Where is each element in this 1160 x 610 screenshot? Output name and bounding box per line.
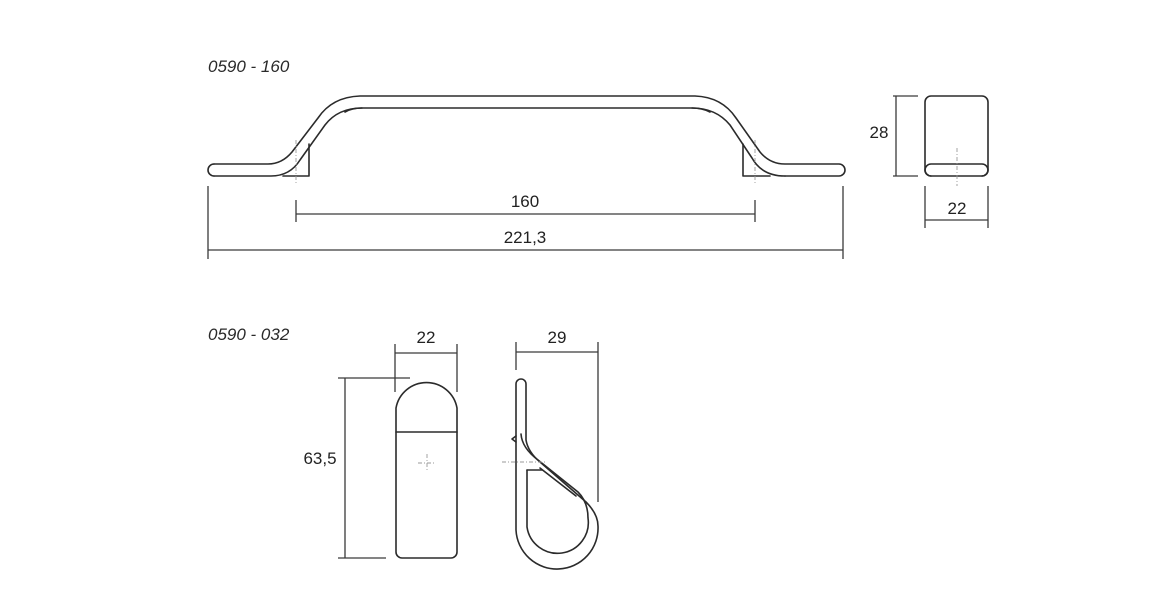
part-0590-032: 0590 - 032 22 63,5: [208, 325, 599, 570]
overall-length-value: 221,3: [504, 228, 547, 247]
knob-side-view: 29: [502, 328, 599, 570]
right-mount-foot: [742, 143, 771, 177]
dimension-overall-length: 221,3: [207, 186, 844, 259]
handle-side-view: [207, 95, 846, 184]
knob-side-depth-value: 29: [548, 328, 567, 347]
part-0590-160: 0590 - 160 160: [207, 57, 989, 259]
part-code-label: 0590 - 032: [208, 325, 290, 344]
end-view-width-value: 22: [948, 199, 967, 218]
dimension-hole-spacing: 160: [295, 192, 756, 222]
knob-front-width-value: 22: [417, 328, 436, 347]
knob-side-inner-highlight: [539, 467, 577, 497]
end-view-height-value: 28: [870, 123, 889, 142]
part-code-label: 0590 - 160: [208, 57, 290, 76]
handle-left-cap: [207, 163, 215, 177]
hole-spacing-value: 160: [511, 192, 539, 211]
knob-front-view: 22 63,5: [303, 328, 458, 559]
knob-side-outer-contour: [515, 378, 599, 570]
handle-end-view: 28 22: [870, 95, 989, 228]
handle-inner-highlight: [344, 107, 711, 113]
left-mount-foot: [282, 143, 310, 177]
knob-side-inner-contour: [520, 433, 590, 555]
end-view-outline: [924, 95, 989, 177]
handle-outer-contour: [213, 95, 846, 177]
end-view-base: [924, 163, 989, 177]
knob-height-value: 63,5: [303, 449, 336, 468]
knob-side-notch: [511, 435, 517, 443]
knob-front-outline: [395, 381, 458, 559]
